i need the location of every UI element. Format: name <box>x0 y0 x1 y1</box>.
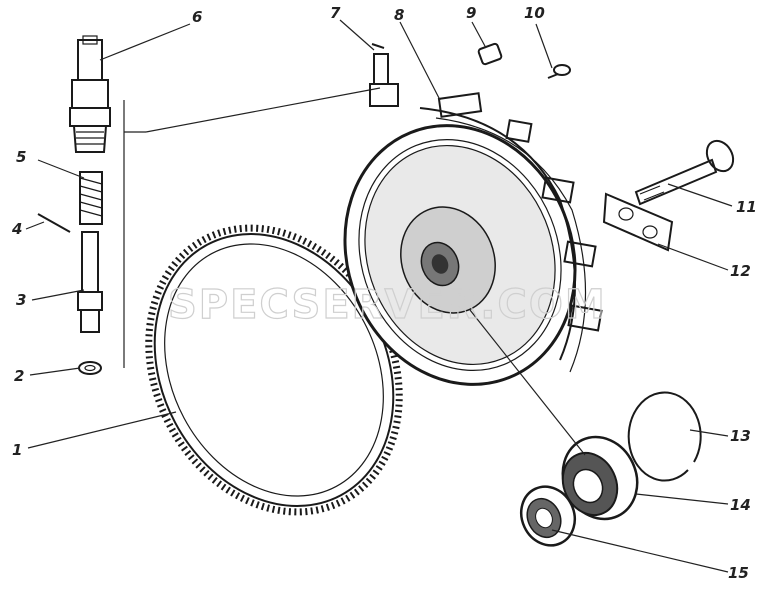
label-15: 15 <box>728 564 749 582</box>
watermark-text: SPECSERVER.COM <box>168 282 607 328</box>
label-6: 6 <box>192 8 202 26</box>
axis-line <box>469 309 586 456</box>
part-labels: 6 5 4 3 2 1 7 8 9 10 11 12 13 14 15 <box>11 4 757 582</box>
label-12: 12 <box>730 262 751 280</box>
part-10-screw <box>547 64 571 79</box>
assembly-bracket <box>123 87 381 368</box>
part-6-valve-body <box>69 35 111 153</box>
label-10: 10 <box>524 4 545 22</box>
part-13-snap-ring <box>627 391 702 482</box>
part-7-valve <box>369 43 399 107</box>
label-13: 13 <box>730 427 751 445</box>
part-12-lock-plate <box>602 192 674 252</box>
label-2: 2 <box>14 367 24 385</box>
label-1: 1 <box>12 441 22 459</box>
part-3-plunger <box>77 231 103 333</box>
leader-lines <box>25 19 733 573</box>
label-4: 4 <box>11 220 22 238</box>
label-3: 3 <box>16 291 26 309</box>
part-11-bolt <box>634 139 735 206</box>
part-14-bearing <box>561 435 639 521</box>
label-14: 14 <box>730 496 751 514</box>
label-7: 7 <box>330 4 341 22</box>
label-5: 5 <box>16 148 26 166</box>
flywheel <box>343 92 603 386</box>
part-2-washer <box>78 361 102 375</box>
part-5-spring <box>79 171 103 225</box>
part-4-pin <box>37 213 71 233</box>
part-9-bushing <box>477 42 503 66</box>
part-15-seal <box>519 485 577 547</box>
label-11: 11 <box>736 198 757 216</box>
label-8: 8 <box>394 6 404 24</box>
label-9: 9 <box>466 4 476 22</box>
